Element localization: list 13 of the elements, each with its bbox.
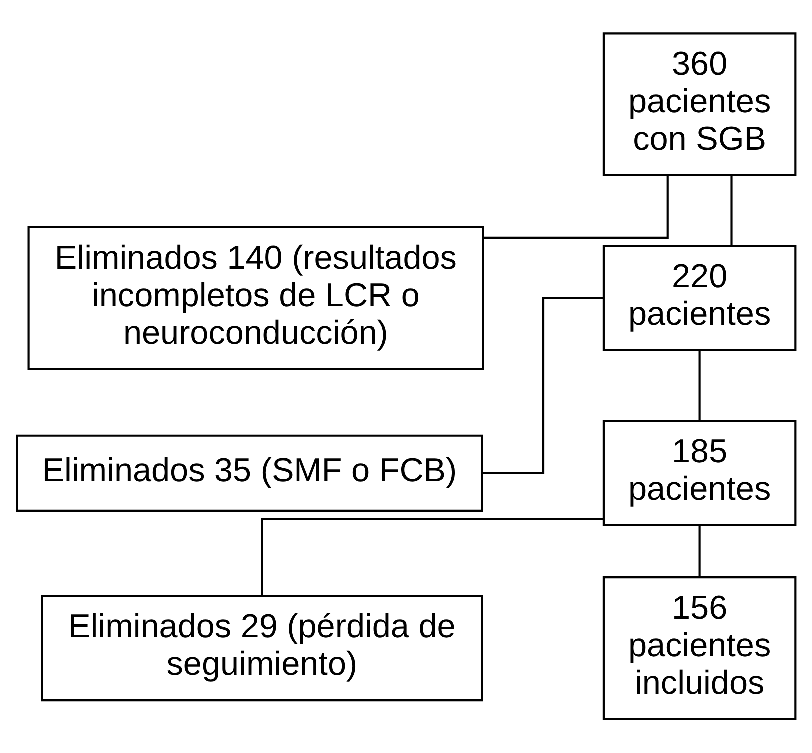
connector [698,350,700,421]
connector [698,526,700,578]
node-box: 360 pacientes con SGB [602,32,796,176]
node-box: 156 pacientes incluidos [602,576,796,720]
connector [482,297,603,474]
connector [260,518,604,596]
node-box: 220 pacientes [602,245,796,352]
connector [730,176,732,246]
node-box: Eliminados 140 (resultados incompletos de LCR o neuroconducción) [27,226,484,370]
node-box: Eliminados 35 (SMF o FCB) [16,434,483,512]
node-box: 185 pacientes [602,420,796,527]
node-box: Eliminados 29 (pérdida de seguimiento) [40,595,483,702]
connector [483,176,668,239]
